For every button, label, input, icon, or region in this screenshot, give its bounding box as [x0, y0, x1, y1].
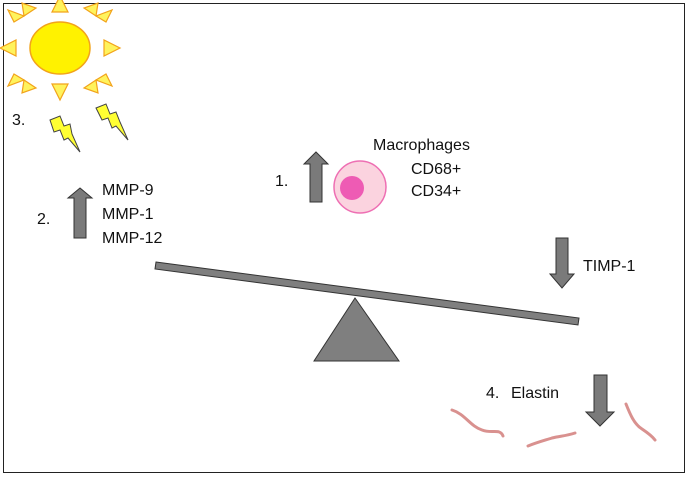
- elastin-fiber-icon: [450, 408, 505, 438]
- elastin-label: Elastin: [511, 385, 560, 402]
- seesaw-icon: [154, 261, 580, 362]
- sun-ray: [103, 39, 122, 57]
- seesaw-beam: [154, 261, 580, 326]
- mmp-12-label: MMP-12: [102, 230, 163, 247]
- lightning-icon: [95, 103, 129, 141]
- sun-ray: [0, 39, 17, 57]
- elastin-fiber-icon: [526, 431, 577, 448]
- sun-rays: [0, 0, 122, 102]
- arrow-up-mmp-icon: [66, 187, 94, 239]
- seesaw-fulcrum: [313, 297, 400, 362]
- arrow-down-elastin-icon: [584, 374, 616, 427]
- mmp-9-label: MMP-9: [102, 182, 154, 199]
- macrophage-cell-icon: [333, 160, 387, 214]
- step-4-label: 4.: [486, 385, 500, 402]
- sun-ray: [21, 78, 38, 94]
- lightning-icon: [49, 115, 81, 153]
- arrow-down-timp1-icon: [548, 237, 576, 289]
- sun-ray: [82, 78, 99, 94]
- sun-ray: [82, 2, 99, 18]
- sun-ray: [6, 8, 26, 23]
- sun-ray: [51, 83, 69, 102]
- arrow-up-macrophages-icon: [302, 151, 330, 203]
- sun-ray: [94, 8, 114, 23]
- sun-ray: [21, 2, 38, 18]
- macrophages-label: Macrophages: [373, 137, 470, 154]
- sun-ray: [51, 0, 69, 13]
- elastin-fiber-icon: [624, 402, 657, 442]
- cell-nucleus: [340, 176, 364, 200]
- step-2-label: 2.: [37, 211, 51, 228]
- sun-ray: [94, 73, 114, 88]
- sun-disc: [29, 21, 91, 75]
- step-1-label: 1.: [275, 173, 289, 190]
- step-3-label: 3.: [12, 112, 26, 129]
- cd68-label: CD68+: [411, 161, 462, 178]
- diagram-border: [3, 3, 685, 473]
- cd34-label: CD34+: [411, 183, 462, 200]
- timp-1-label: TIMP-1: [583, 258, 636, 275]
- sun-ray: [6, 73, 26, 88]
- mmp-1-label: MMP-1: [102, 206, 154, 223]
- sun-icon: [0, 0, 122, 102]
